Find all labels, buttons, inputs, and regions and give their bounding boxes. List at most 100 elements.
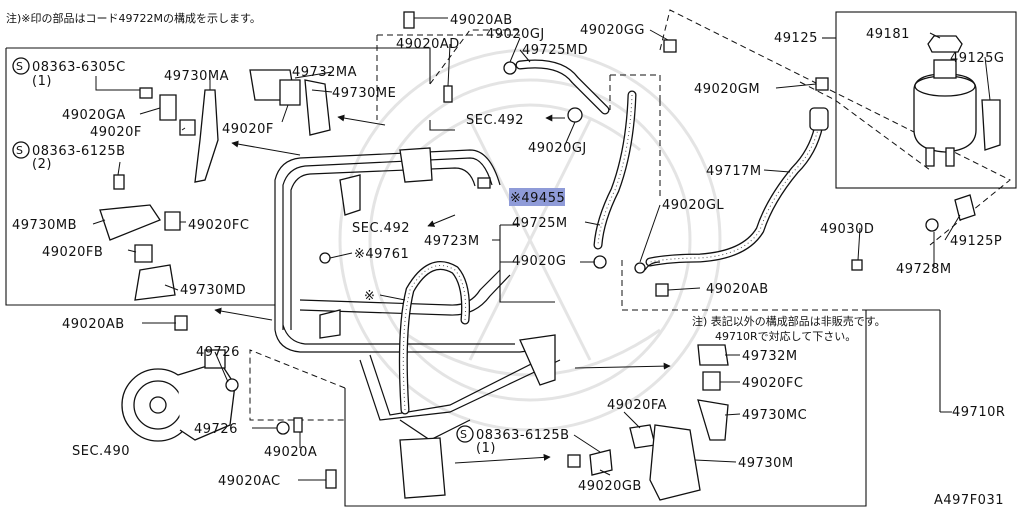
label-49125G: 49125G [950, 51, 1004, 66]
grommet-49125P [954, 194, 976, 221]
clamp-49020F-a [179, 119, 196, 136]
power-steering-pump [121, 349, 239, 442]
bolt-49020AB-mid [655, 283, 669, 297]
bolt-08363-6125B-bot [567, 454, 581, 468]
label-49728M: 49728M [896, 262, 952, 277]
label-49732MA: 49732MA [292, 65, 357, 80]
label-49020GM: 49020GM [694, 82, 760, 97]
label-49125P: 49125P [950, 234, 1002, 249]
washer-49728M [925, 218, 939, 232]
hose-49020GL-section [644, 261, 661, 271]
label-49020GJ-mid: 49020GJ [528, 141, 587, 156]
bracket-49730MD [134, 264, 176, 301]
label-49020FA: 49020FA [607, 398, 667, 413]
bracket-49730ME [304, 79, 331, 136]
label-49723M: 49723M [424, 234, 480, 249]
small-parts [113, 11, 976, 489]
watermark-emblem [338, 48, 722, 432]
clamp-49020FB [134, 244, 153, 263]
label-49725MD: 49725MD [522, 43, 588, 58]
label-08363-6305C: 08363-6305C [32, 60, 126, 75]
clamp-49020GJ-mid [567, 107, 583, 123]
label-08363-6125B-left: 08363-6125B [32, 144, 126, 159]
bolt-49020AD [443, 85, 453, 103]
label-49020FC-left: 49020FC [188, 218, 249, 233]
bolt-49020AC [325, 469, 337, 489]
bracket-49732M [697, 344, 729, 366]
pipe-clip-a [339, 174, 361, 216]
pipe-clip-b [399, 147, 433, 183]
clamp-49020FA [629, 424, 656, 449]
label-49020FB: 49020FB [42, 245, 103, 260]
label-star: ※ [364, 289, 375, 304]
label-49020FC-right: 49020FC [742, 376, 803, 391]
clamp-49020GM [815, 77, 829, 91]
pipe-clip-d [519, 334, 556, 386]
label-49761: ※49761 [354, 247, 409, 262]
cushion-49020GA [159, 94, 177, 121]
bolt-08363-6305C [139, 87, 153, 99]
label-49455: ※49455 [510, 191, 565, 206]
label-49020GL: 49020GL [662, 198, 724, 213]
clamp-49020GG [663, 39, 677, 53]
label-49726-bot: 49726 [194, 422, 238, 437]
bolt-49020A [293, 417, 303, 433]
bracket-49730MC [697, 399, 729, 441]
label-49725M: 49725M [512, 216, 568, 231]
label-49020GA: 49020GA [62, 108, 126, 123]
label-sec490: SEC.490 [72, 444, 130, 459]
label-49730MD: 49730MD [180, 283, 246, 298]
label-49020AB-top: 49020AB [450, 13, 513, 28]
s-symbols: S S S [12, 57, 474, 443]
clamp-49020F-b [279, 79, 301, 106]
note-top: 注)※印の部品はコード49722Mの構成を示します。 [6, 11, 261, 25]
fitting-49455 [477, 177, 491, 189]
note-box-line1: 注) 表記以外の構成部品は非販売です。 [692, 314, 886, 328]
highlight-49455 [509, 188, 565, 206]
left-sub-assembly-box [5, 47, 455, 306]
clamp-49020GL [634, 262, 646, 274]
bolt-49020AB-top [403, 11, 415, 29]
reservoir-tank [913, 35, 1001, 167]
bracket-49730M [649, 424, 701, 501]
label-49020GJ-top: 49020GJ [486, 27, 545, 42]
bracket-49730MA [194, 89, 219, 183]
hose-49725MD [515, 59, 610, 115]
hose-49723M [398, 261, 470, 415]
label-49730MC: 49730MC [742, 408, 807, 423]
label-49020AD: 49020AD [396, 37, 460, 52]
label-49020AC: 49020AC [218, 474, 281, 489]
label-49730MA: 49730MA [164, 69, 229, 84]
label-49020G: 49020G [512, 254, 566, 269]
label-49020F-a: 49020F [90, 125, 142, 140]
reservoir-cap-49181 [927, 35, 963, 53]
cushion-49020FC-right [702, 371, 721, 391]
direction-arrows [214, 114, 671, 464]
bracket-lower [399, 437, 446, 499]
label-08363-6125B-bot: 08363-6125B [476, 428, 570, 443]
label-49020AB-left: 49020AB [62, 317, 125, 332]
s-symbol-6125B-bot [456, 425, 474, 443]
label-49020AB-mid: 49020AB [706, 282, 769, 297]
label-49710R: 49710R [952, 405, 1005, 420]
reservoir-bracket-49125G [981, 99, 1001, 151]
washer-49726-bot [276, 421, 290, 435]
label-08363-6125B-left-qty: (2) [32, 157, 52, 172]
hose-group-bracket [492, 224, 555, 303]
label-49020GB: 49020GB [578, 479, 642, 494]
label-49020A: 49020A [264, 445, 317, 460]
s-symbol-6305C [12, 57, 30, 75]
note-box-line2: 49710Rで対応して下さい。 [715, 329, 856, 343]
label-49030D: 49030D [820, 222, 874, 237]
label-49732M: 49732M [742, 349, 798, 364]
s-symbol-6305C-text: S [16, 60, 23, 73]
dashed-guides [249, 9, 1011, 421]
label-49125: 49125 [774, 31, 818, 46]
hose-end-49717M [809, 107, 829, 131]
clamp-49020GB [589, 449, 613, 476]
label-sec492-b: SEC.492 [352, 221, 410, 236]
reservoir-box [835, 11, 1017, 189]
diagram-id: A497F031 [934, 493, 1004, 508]
part-labels: 49020AB 49020AD 49020GJ 49020GG 49725MD … [12, 13, 1005, 494]
